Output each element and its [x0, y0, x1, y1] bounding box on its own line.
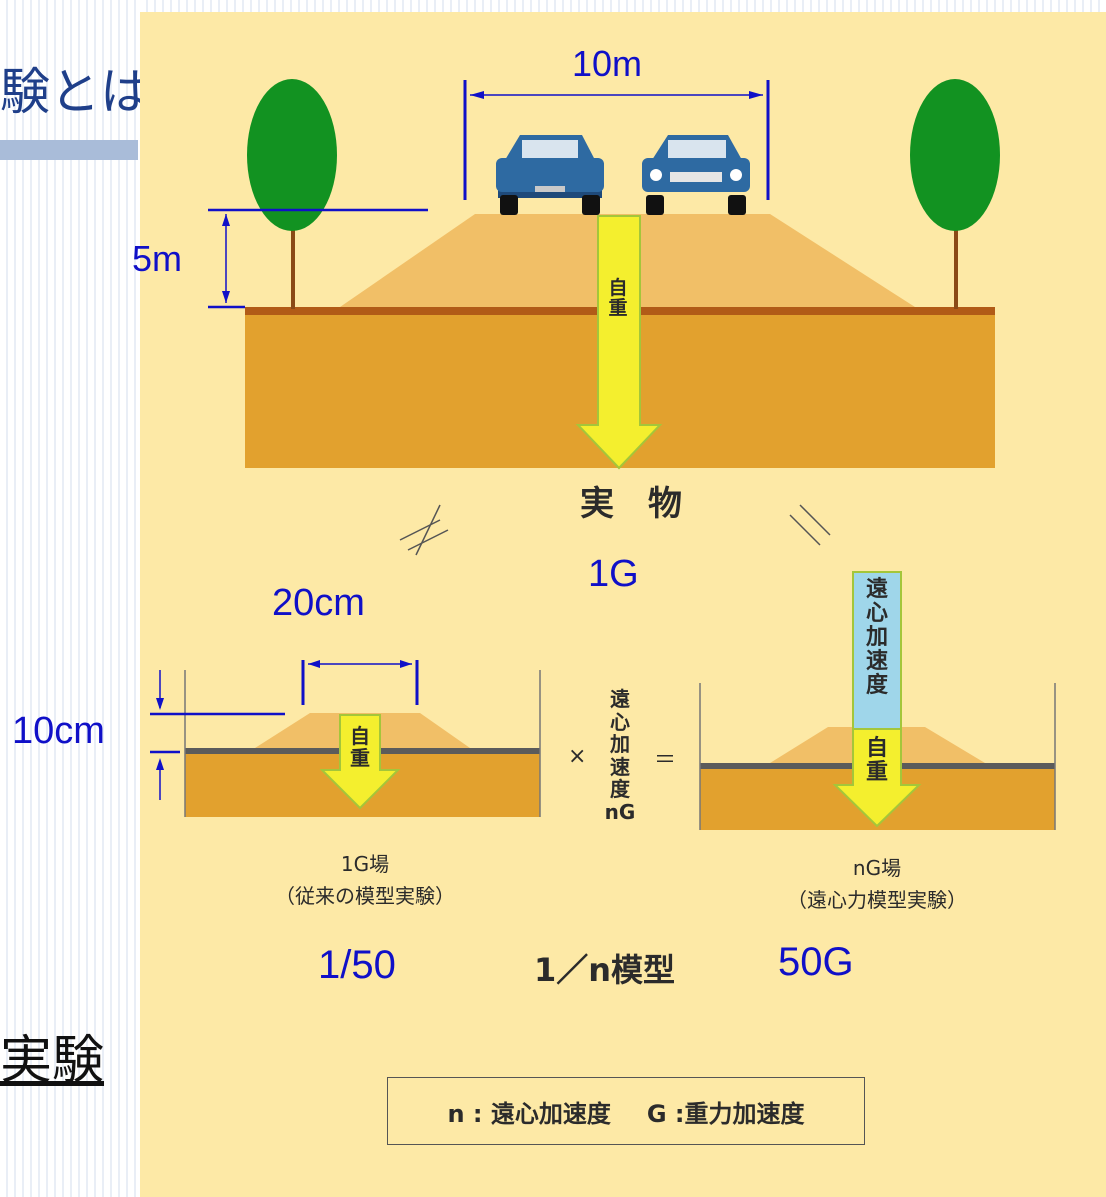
right-model-container	[699, 571, 1056, 830]
model-width-dimension-line	[301, 660, 419, 705]
right-model-caption-line2: （遠心力模型実験）	[787, 888, 967, 912]
model-gravity-label: 50G	[778, 940, 854, 984]
right-self-weight-arrow	[832, 728, 922, 828]
left-self-weight-text: 自 重	[350, 724, 370, 770]
car-rear-icon	[496, 135, 604, 215]
legend-n: n : 遠心加速度	[447, 1099, 611, 1128]
legend-g: G :重力加速度	[646, 1099, 805, 1128]
prototype-self-weight-arrow	[575, 215, 663, 470]
centrifugal-accel-text: 遠 心 加 速 度	[865, 577, 888, 698]
height-dimension-line	[208, 208, 428, 309]
height-label: 5m	[132, 238, 183, 279]
equal-mark	[789, 504, 831, 546]
model-width-label: 20cm	[272, 582, 365, 624]
width-dimension-line	[463, 80, 770, 200]
left-model-container	[184, 670, 541, 817]
centrifugal-multiplier-text: 遠 心 加 速 度 nG	[604, 687, 636, 824]
slide-subtitle: 実験	[0, 1031, 105, 1091]
prototype-gravity-label: 1G	[588, 553, 639, 595]
slide-background-stripes	[0, 0, 140, 1197]
times-sign: ×	[568, 744, 587, 769]
left-self-weight-arrow	[319, 714, 401, 810]
scale-label: 1/50	[318, 943, 396, 987]
left-model-caption-line2: （従来の模型実験）	[275, 884, 455, 908]
centrifugal-accel-bar	[852, 571, 902, 730]
tree-right-icon	[910, 79, 1000, 309]
prototype-self-weight-text: 自 重	[608, 277, 628, 319]
right-self-weight-text: 自 重	[865, 736, 888, 785]
slide-background-stripes-top	[140, 0, 1106, 12]
left-model-caption-line1: 1G場	[340, 852, 390, 876]
width-label: 10m	[572, 43, 643, 84]
equal-sign: ＝	[654, 748, 677, 773]
model-label: 1／n模型	[534, 951, 676, 989]
title-underline-bar	[0, 140, 138, 160]
tree-left-icon	[247, 79, 337, 309]
car-front-icon	[642, 135, 750, 215]
model-height-dimension-line	[150, 670, 285, 800]
prototype-label: 実 物	[580, 484, 682, 524]
not-equal-mark	[399, 504, 449, 556]
right-model-caption-line1: nG場	[852, 856, 902, 880]
model-height-label: 10cm	[12, 710, 105, 752]
legend-box: n : 遠心加速度 G :重力加速度	[387, 1077, 865, 1145]
